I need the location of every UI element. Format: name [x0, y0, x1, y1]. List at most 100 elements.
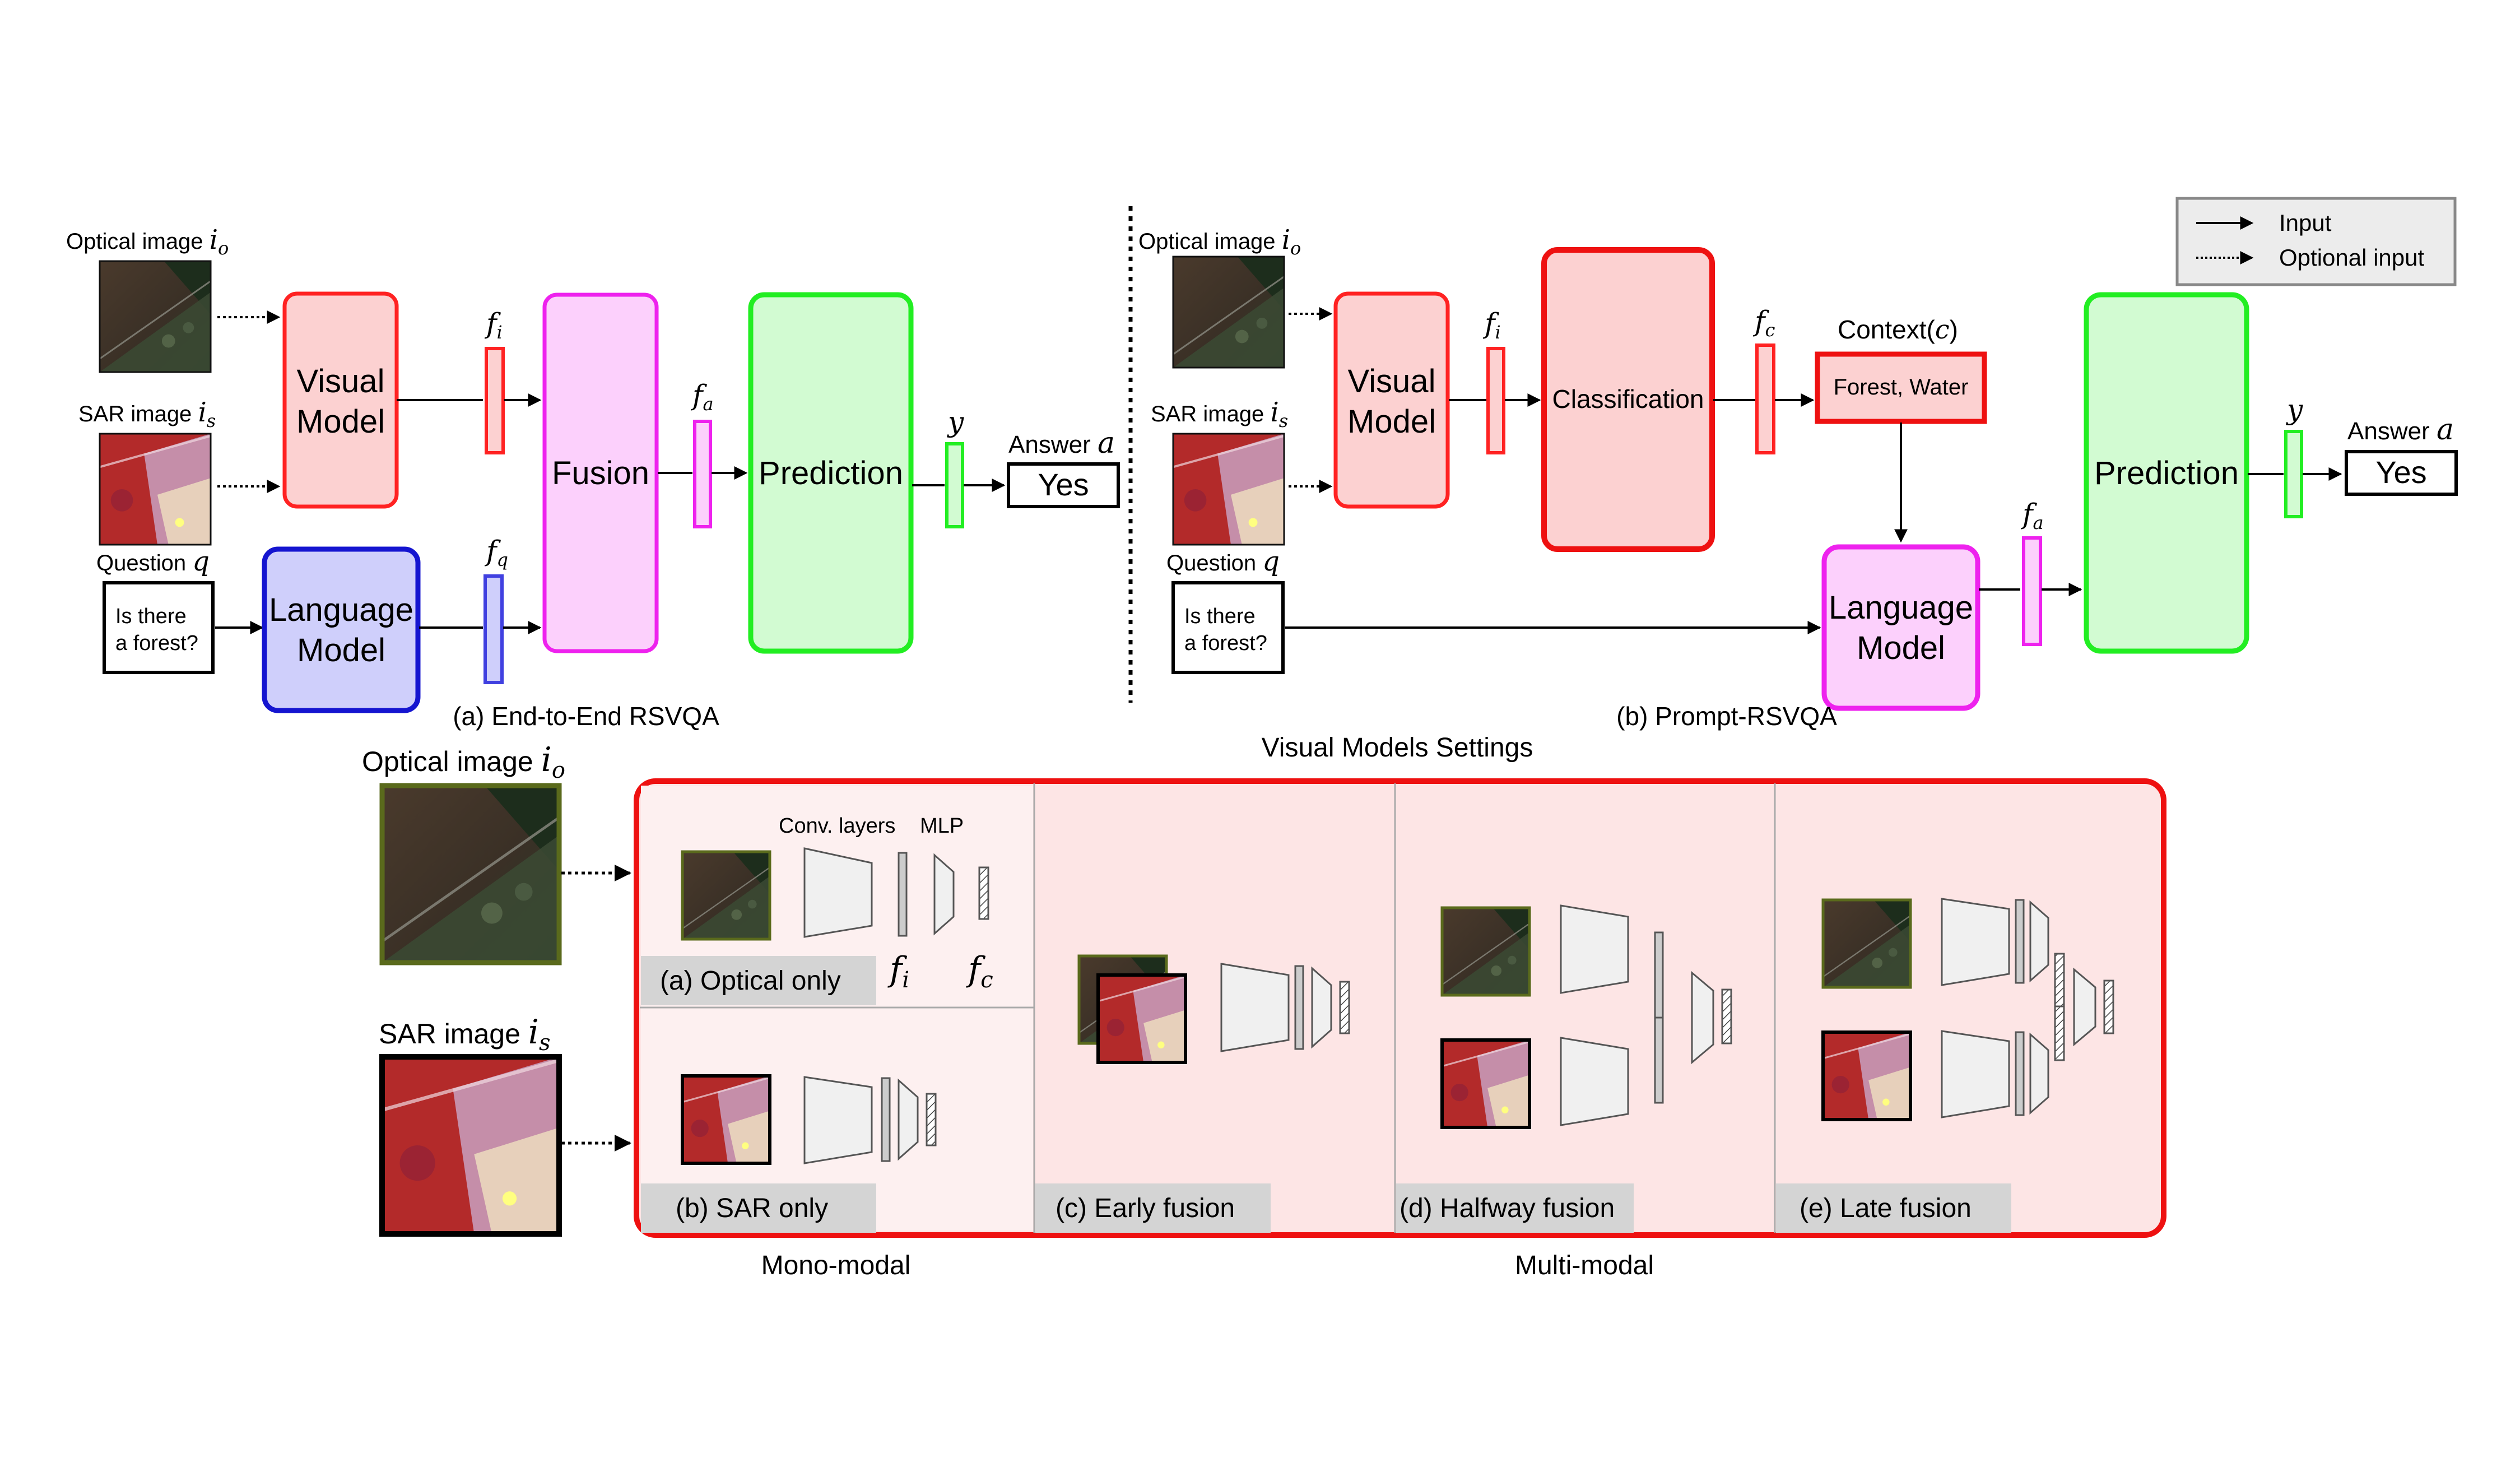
left-fusion-label: Fusion [552, 455, 649, 491]
legend-input-label: Input [2279, 210, 2332, 236]
setting-early-fusion: (c) Early fusion [1035, 954, 1350, 1233]
right-y-symbol: y [2286, 393, 2303, 426]
right-fc-symbol: fc [1752, 305, 1775, 341]
right-y-vector [2284, 430, 2303, 518]
early-fusion-fi [1294, 965, 1304, 1050]
right-prediction-box [2084, 292, 2249, 654]
late-fusion-mlp-final [2073, 967, 2096, 1047]
legend: Input Optional input [2175, 197, 2457, 286]
context-label: Context(c) [1838, 314, 1958, 345]
right-answer-box [2345, 450, 2458, 496]
left-sar-image [99, 433, 212, 546]
right-answer-value: Yes [2375, 454, 2426, 490]
multi-modal-label: Multi-modal [1515, 1251, 1654, 1280]
late-fusion-mlp-optical [2029, 900, 2049, 983]
optical-only-mlp [933, 853, 955, 936]
tag-early-fusion-bg [1035, 1183, 1271, 1233]
right-answer-label: Answer a [2347, 413, 2454, 447]
left-optical-image [99, 260, 212, 373]
optical-only-image [681, 851, 771, 940]
bottom-optical-image [382, 786, 559, 963]
late-fusion-mlp-sar [2029, 1032, 2049, 1115]
classification-box [1541, 247, 1715, 552]
early-fusion-conv [1220, 963, 1290, 1052]
late-fusion-fi-optical [2015, 899, 2025, 984]
left-answer-value: Yes [1038, 467, 1089, 502]
legend-optional-label: Optional input [2279, 244, 2425, 271]
left-answer-box [1007, 462, 1120, 508]
left-question-box [103, 581, 215, 674]
left-prediction-label: Prediction [759, 455, 903, 491]
right-question-box [1171, 581, 1285, 674]
left-fusion-box [542, 293, 659, 653]
halfway-fusion-mlp [1691, 971, 1714, 1065]
right-question-line1: Is there [1184, 605, 1256, 628]
left-question-line2: a forest? [115, 632, 198, 655]
right-question-line2: a forest? [1184, 632, 1267, 655]
late-fusion-optical-image [1822, 899, 1912, 988]
left-prediction-box [748, 292, 914, 654]
right-fa-vector [2022, 536, 2042, 646]
late-fusion-fi-sar [2015, 1031, 2025, 1116]
halfway-fusion-conv-sar [1560, 1037, 1629, 1126]
left-y-symbol: y [947, 406, 964, 438]
right-prediction-label: Prediction [2094, 455, 2239, 491]
bottom-sar-image [382, 1057, 559, 1234]
optical-only-fi [898, 852, 908, 937]
left-language-model-box [262, 546, 421, 713]
right-optical-label: Optical image io [1138, 224, 1301, 259]
left-fi-vector [485, 347, 505, 454]
early-fusion-fc [1339, 981, 1350, 1034]
halfway-fusion-fc [1721, 988, 1732, 1044]
left-caption: (a) End-to-End RSVQA [453, 702, 719, 731]
left-language-model-line2: Model [297, 632, 385, 668]
mlp-label: MLP [920, 814, 964, 838]
setting-halfway-fusion: (d) Halfway fusion [1396, 904, 1732, 1233]
right-fi-symbol: fi [1482, 307, 1501, 343]
optical-only-fc [978, 866, 989, 920]
right-sar-label: SAR image is [1151, 397, 1288, 431]
settings-title: Visual Models Settings [1262, 733, 1533, 763]
optical-only-conv [803, 847, 873, 938]
context-value: Forest, Water [1834, 375, 1969, 400]
setting-optical-only: Conv. layers MLP fi fc (a) Optical only [641, 814, 993, 1005]
halfway-fusion-sar-image [1441, 1039, 1531, 1129]
right-optical-image [1172, 256, 1285, 369]
conv-layers-label: Conv. layers [779, 814, 895, 838]
right-question-label: Question q [1166, 546, 1280, 577]
tag-late-fusion-bg [1776, 1183, 2011, 1233]
left-language-model-line1: Language [269, 592, 413, 628]
left-y-vector [945, 442, 964, 528]
left-answer-label: Answer a [1008, 426, 1115, 460]
left-fa-symbol: fa [690, 379, 714, 415]
right-language-model-line2: Model [1857, 630, 1945, 666]
tag-late-fusion: (e) Late fusion [1800, 1194, 1972, 1223]
tag-halfway-fusion-bg [1396, 1183, 1634, 1233]
tag-halfway-fusion: (d) Halfway fusion [1400, 1194, 1615, 1223]
tag-sar-only: (b) SAR only [676, 1194, 828, 1223]
right-visual-model-line2: Model [1347, 403, 1436, 440]
sar-only-image [681, 1075, 771, 1164]
setting-late-fusion: (e) Late fusion [1776, 898, 2114, 1233]
left-sar-label: SAR image is [78, 397, 216, 431]
right-caption: (b) Prompt-RSVQA [1616, 702, 1837, 731]
setting-sar-only: (b) SAR only [641, 1074, 937, 1233]
tag-early-fusion: (c) Early fusion [1056, 1194, 1235, 1223]
right-visual-model-line1: Visual [1348, 363, 1436, 400]
left-question-label: Question q [96, 546, 210, 577]
right-fi-vector [1486, 347, 1505, 454]
classification-label: Classification [1552, 384, 1704, 414]
sar-only-fi [881, 1077, 891, 1162]
right-sar-image [1172, 433, 1285, 546]
left-visual-model-line2: Model [296, 403, 385, 440]
late-fusion-conv-optical [1941, 898, 2010, 986]
left-fq-symbol: fq [484, 535, 508, 570]
visual-models-settings: Optical image io SAR image is Visual Mod… [362, 733, 2166, 1280]
right-fc-vector [1755, 343, 1775, 454]
left-visual-model-line1: Visual [297, 363, 385, 400]
halfway-fusion-optical-image [1441, 907, 1531, 996]
late-fusion-sar-image [1822, 1031, 1912, 1121]
late-fusion-fc [2103, 979, 2114, 1034]
right-fa-symbol: fa [2020, 498, 2044, 533]
